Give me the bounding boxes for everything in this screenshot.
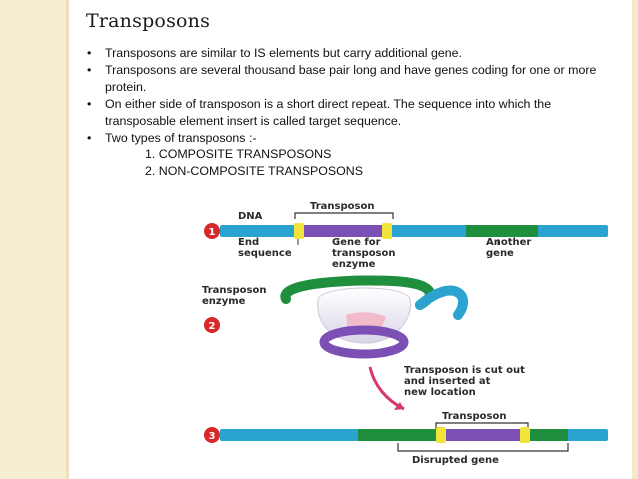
dna-strand — [220, 225, 608, 237]
disrupted-gene-label: Disrupted gene — [412, 455, 499, 466]
another-gene-label: Another gene — [486, 237, 535, 259]
gene-for-enzyme-label: Gene for transposon enzyme — [332, 237, 399, 270]
transposon-bracket — [435, 422, 529, 429]
transposon-label: Transposon — [442, 411, 506, 422]
end-sequence-right — [382, 223, 392, 239]
transposon-segment — [294, 225, 386, 237]
bullet-item: •Transposons are several thousand base p… — [87, 63, 597, 94]
dna-label: DNA — [238, 211, 263, 222]
step-badge — [204, 427, 220, 443]
slide-title: Transposons — [86, 10, 211, 32]
looped-dna-blue — [415, 285, 468, 320]
bullet-item: •On either side of transposon is a short… — [87, 97, 552, 128]
arrow-head — [394, 402, 404, 410]
step-number: 2 — [209, 321, 216, 332]
end-sequence-left — [436, 427, 446, 443]
end-sequence-left — [294, 223, 304, 239]
step-number: 1 — [209, 227, 216, 238]
bullet-list: •Transposons are similar to IS elements … — [86, 45, 616, 147]
bullet-text: Transposons are several thousand base pa… — [105, 63, 597, 94]
cut-out-label: Transposon is cut out and inserted at ne… — [404, 365, 528, 398]
movement-arrow — [368, 366, 405, 411]
another-gene-segment — [466, 225, 538, 237]
transposon-label: Transposon — [310, 201, 374, 212]
type-composite: 1. COMPOSITE TRANSPOSONS — [145, 147, 332, 161]
inserted-transposon — [436, 429, 528, 441]
step-badge — [204, 223, 220, 239]
bullet-text: Transposons are similar to IS elements b… — [105, 46, 462, 60]
bullet-text: On either side of transposon is a short … — [105, 97, 552, 128]
step-badge — [204, 317, 220, 333]
left-margin-rule — [66, 0, 69, 479]
bullet-text: Two types of transposons :- — [105, 131, 257, 145]
left-margin-band — [0, 0, 66, 479]
transposon-enzyme-label: Transposon enzyme — [202, 285, 270, 307]
disrupted-gene-bracket — [397, 443, 569, 452]
step-number: 3 — [209, 431, 216, 442]
end-sequence-label: End sequence — [238, 237, 292, 259]
type-non-composite: 2. NON-COMPOSITE TRANSPOSONS — [145, 164, 364, 178]
bullet-item: •Two types of transposons :- — [87, 131, 257, 145]
end-sequence-right — [520, 427, 530, 443]
right-margin-band — [632, 0, 638, 479]
bullet-item: •Transposons are similar to IS elements … — [87, 46, 462, 60]
transposon-loop — [319, 325, 409, 359]
transposon-bracket — [294, 212, 394, 219]
transposon-diagram: 1 DNA Transposon End sequence Gene for t… — [202, 201, 608, 466]
